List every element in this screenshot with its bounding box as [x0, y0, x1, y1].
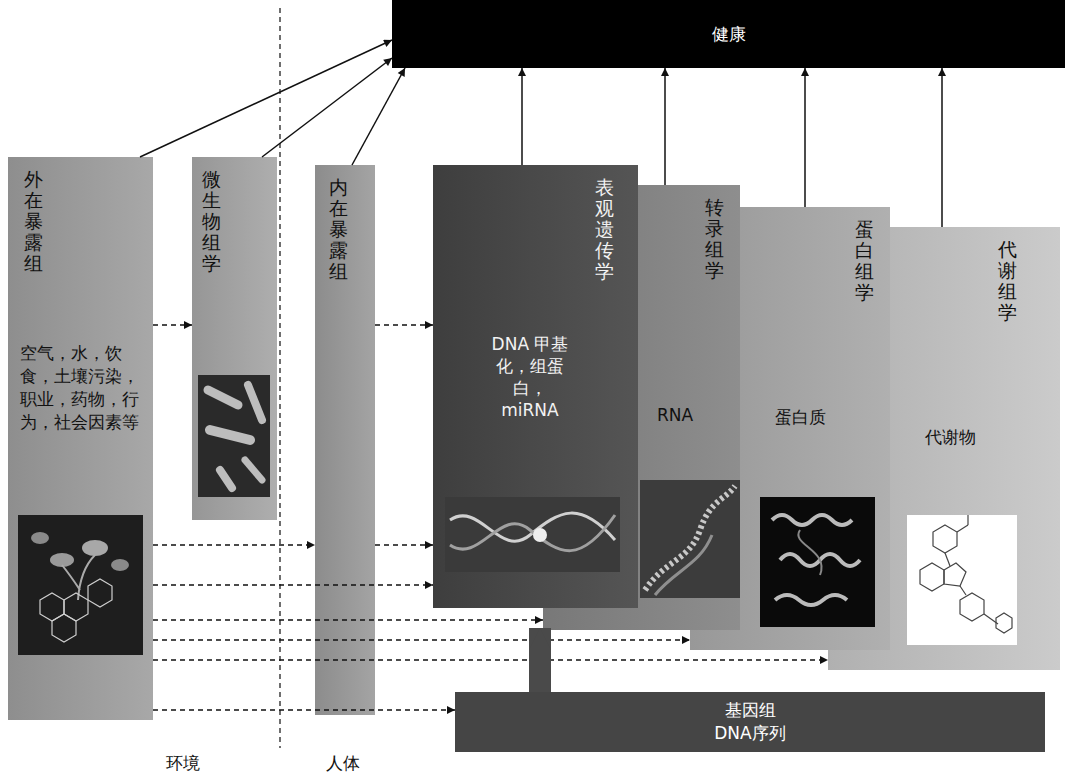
vertical-heading: 表观遗传学: [595, 177, 614, 281]
influence-arrow: [140, 40, 392, 157]
node-body: 蛋白质: [762, 407, 838, 427]
vertical-heading: 内在暴露组: [329, 177, 348, 281]
dashed-arrow: [153, 584, 433, 586]
region-label: 环境: [166, 752, 200, 775]
exposure-panel: 内在暴露组: [315, 165, 375, 715]
vertical-heading: 外在暴露组: [24, 169, 43, 273]
node-body: DNA 甲基化，组蛋白，miRNA: [485, 333, 575, 421]
influence-arrow: [941, 68, 943, 227]
vertical-heading: 蛋白组学: [855, 219, 874, 303]
plant-picture: [18, 515, 143, 655]
influence-arrow: [352, 68, 405, 165]
vertical-heading: 代谢组学: [998, 239, 1017, 323]
dashed-arrow: [153, 639, 690, 641]
rna-picture: [640, 480, 740, 598]
influence-arrow: [804, 68, 806, 207]
influence-arrow: [262, 58, 392, 157]
dashed-arrow: [153, 709, 455, 711]
metabolite-picture: [907, 515, 1017, 645]
block-arrow: [529, 628, 551, 692]
bacteria-picture: [198, 375, 270, 497]
dashed-arrow: [375, 324, 433, 326]
influence-arrow: [664, 68, 666, 185]
protein-picture: [760, 497, 875, 627]
node-title: 健康: [392, 24, 1065, 44]
node-body: DNA序列: [455, 723, 1045, 743]
region-label: 人体: [326, 752, 360, 775]
node-body: RNA: [645, 405, 705, 425]
genome-bar: 基因组 DNA序列: [455, 692, 1045, 752]
dna-picture: [445, 497, 620, 572]
dashed-arrow: [153, 324, 192, 326]
divider-line: [279, 8, 280, 748]
vertical-heading: 微生物组学: [202, 169, 221, 273]
vertical-heading: 转录组学: [705, 197, 724, 281]
dashed-arrow: [375, 544, 433, 546]
node-body: 空气，水，饮食，土壤污染，职业，药物，行为，社会因素等: [20, 342, 145, 434]
dashed-arrow: [153, 544, 315, 546]
influence-arrow: [521, 68, 523, 165]
dashed-arrow: [153, 659, 828, 661]
node-title: 基因组: [455, 700, 1045, 720]
header-bar: 健康: [392, 0, 1065, 68]
node-body: 代谢物: [910, 427, 990, 447]
